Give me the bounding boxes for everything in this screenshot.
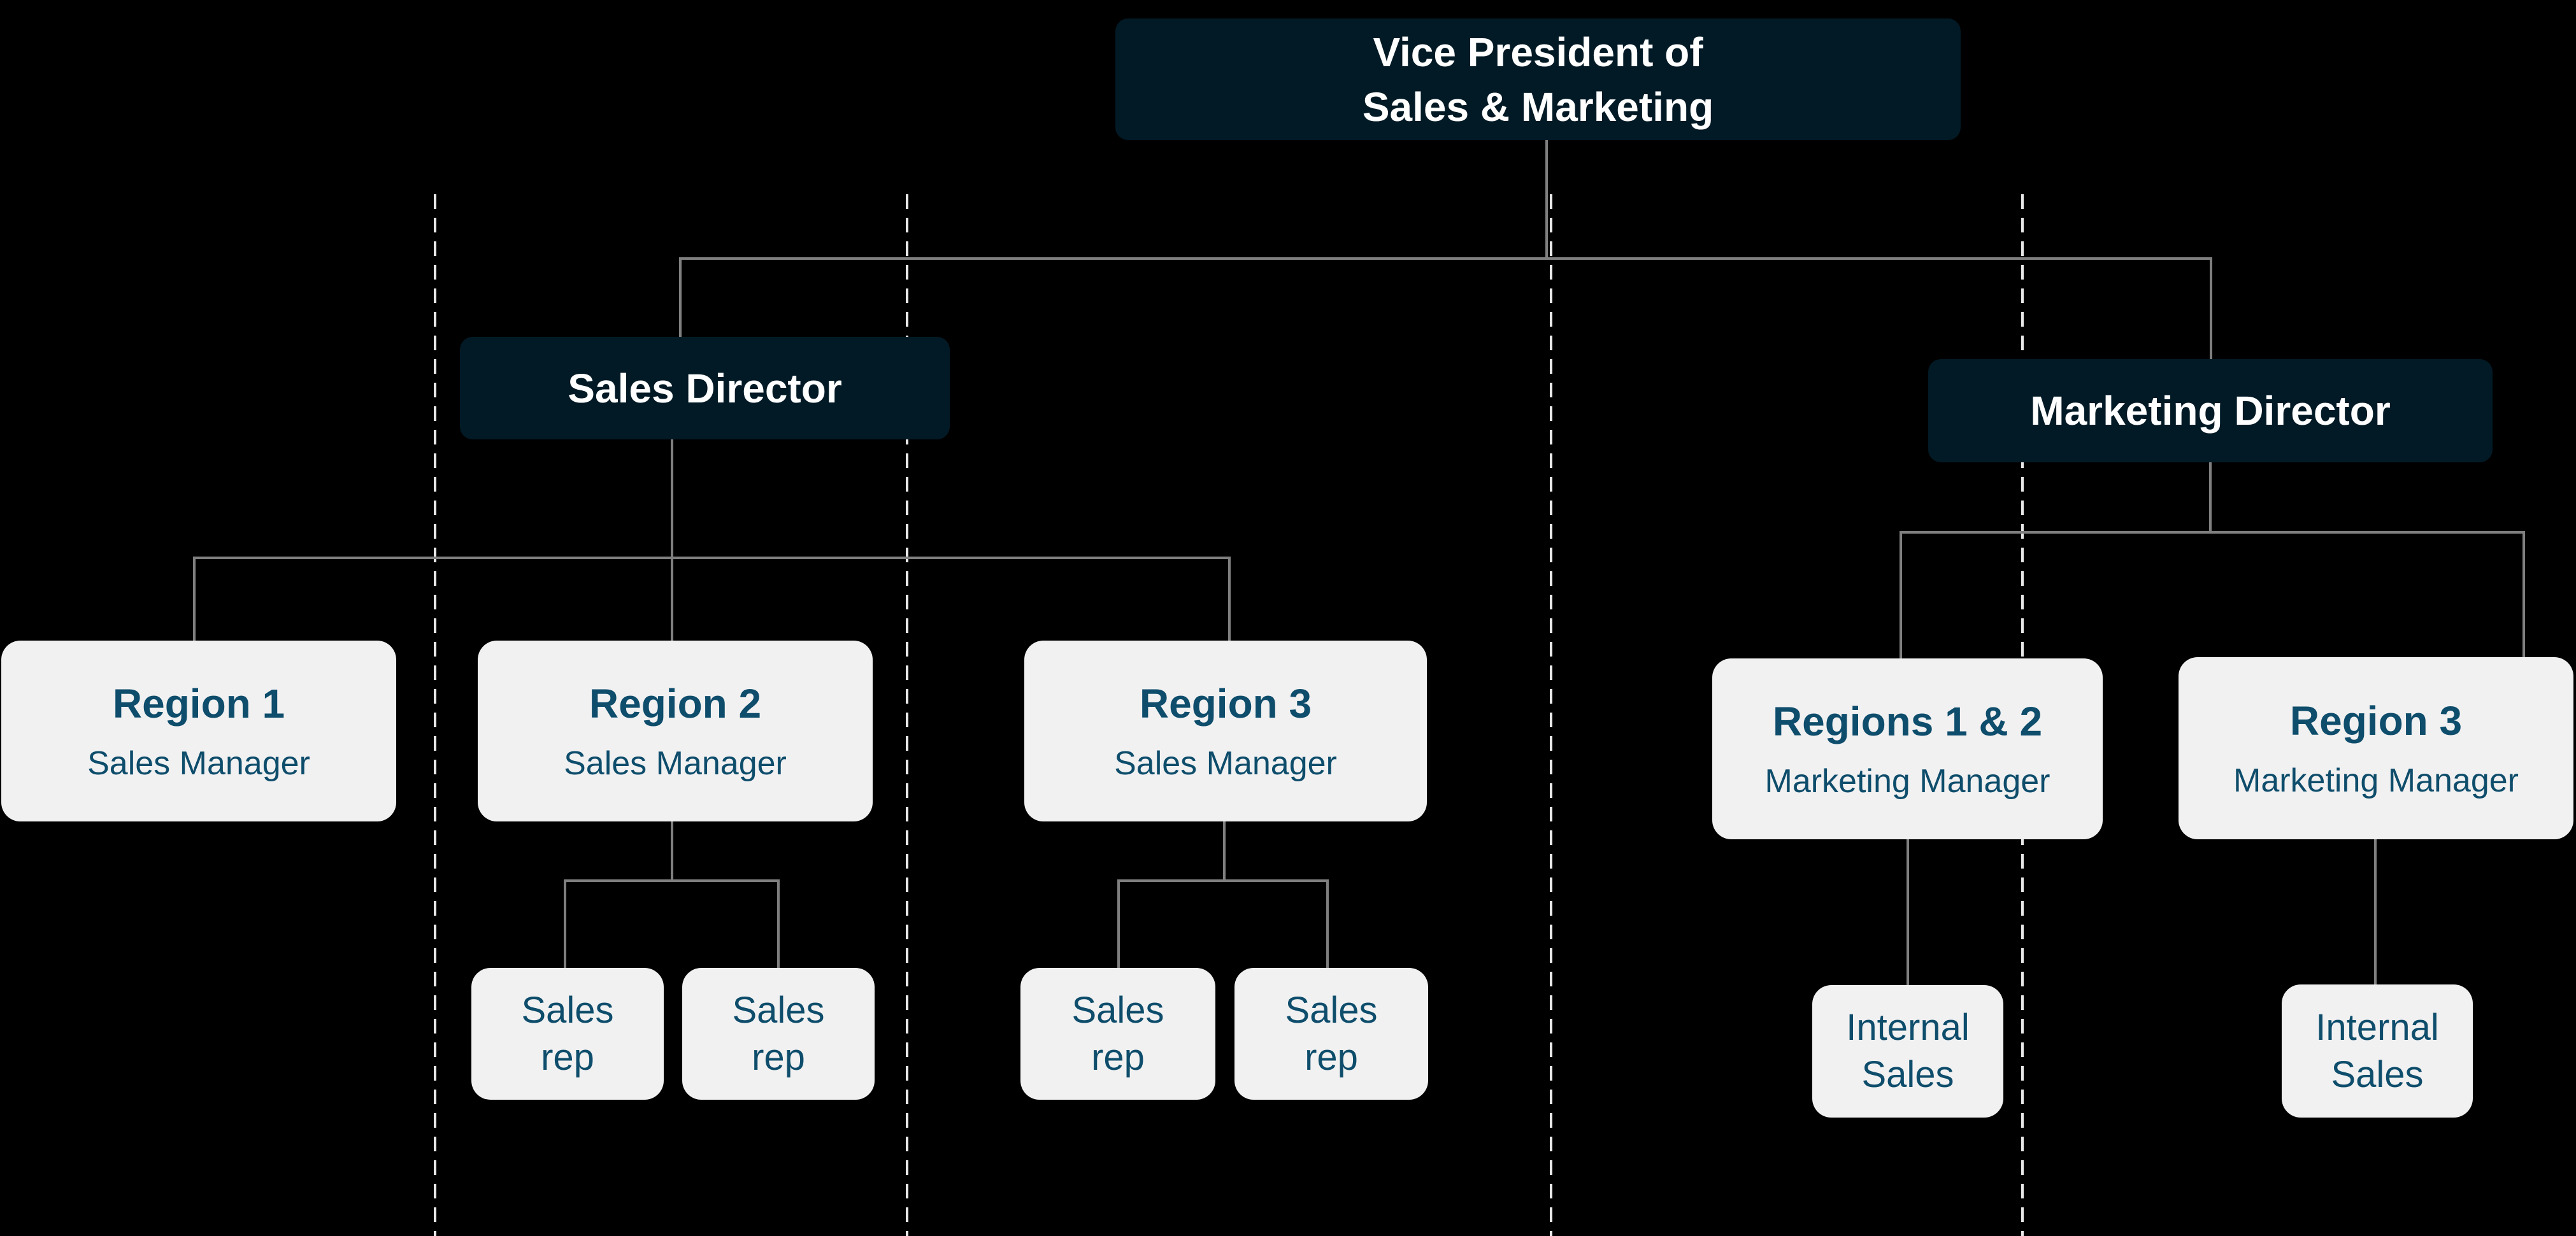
node-title: Sales — [732, 989, 825, 1031]
connector-line — [1900, 532, 1902, 658]
region-divider-1 — [434, 194, 436, 1236]
node-title: Sales — [1071, 989, 1164, 1031]
connector-line — [1117, 879, 1329, 882]
connector-line — [2374, 839, 2377, 984]
node-title: Sales Director — [568, 365, 842, 411]
node-sales-rep-3: Sales rep — [1020, 968, 1215, 1100]
connector-line — [671, 821, 673, 881]
connector-line — [777, 881, 780, 968]
connector-line — [564, 881, 566, 968]
node-marketing-director: Marketing Director — [1928, 359, 2493, 462]
node-sales-rep-2: Sales rep — [682, 968, 875, 1100]
node-title: Marketing Director — [2030, 388, 2391, 434]
connector-line — [1117, 881, 1120, 968]
node-title: Sales — [1285, 989, 1378, 1031]
node-subtitle: Sales Manager — [1114, 745, 1337, 782]
node-sales-director: Sales Director — [460, 337, 950, 439]
connector-line — [1907, 839, 1909, 985]
node-subtitle: Sales Manager — [87, 745, 310, 782]
node-region-3-sales-manager: Region 3 Sales Manager — [1024, 641, 1427, 821]
connector-line — [1545, 140, 1548, 259]
node-region-3-marketing-manager: Region 3 Marketing Manager — [2179, 657, 2573, 839]
connector-line — [671, 439, 673, 641]
connector-line — [1228, 558, 1231, 641]
connector-line — [564, 879, 780, 882]
node-title: Vice President of — [1373, 29, 1703, 75]
node-title: Sales & Marketing — [1362, 83, 1714, 130]
node-title: Internal — [1846, 1007, 1970, 1048]
node-subtitle: Sales Manager — [564, 745, 787, 782]
node-subtitle: Marketing Manager — [1764, 763, 2050, 800]
node-title: Region 3 — [2289, 698, 2463, 744]
connector-line — [193, 558, 196, 641]
connector-line — [679, 257, 2212, 260]
node-sales-rep-4: Sales rep — [1234, 968, 1428, 1100]
connector-line — [1326, 881, 1329, 968]
region-divider-3 — [1550, 194, 1552, 1236]
connector-line — [193, 557, 1231, 559]
node-title: rep — [1091, 1036, 1145, 1078]
node-subtitle: Marketing Manager — [2233, 762, 2519, 799]
node-title: Region 2 — [589, 681, 762, 727]
connector-line — [1223, 821, 1226, 881]
connector-line — [1900, 531, 2525, 534]
node-title: Sales — [2331, 1053, 2424, 1095]
node-title: Internal — [2315, 1006, 2439, 1048]
node-title: rep — [1305, 1036, 1358, 1078]
connector-line — [2522, 532, 2525, 657]
region-divider-2 — [906, 194, 908, 1236]
node-title: Regions 1 & 2 — [1772, 699, 2043, 744]
connector-line — [2210, 259, 2212, 359]
node-sales-rep-1: Sales rep — [471, 968, 664, 1100]
node-regions-1-2-marketing-manager: Regions 1 & 2 Marketing Manager — [1712, 658, 2103, 839]
node-title: rep — [541, 1036, 594, 1078]
node-title: Region 3 — [1139, 681, 1312, 727]
node-region-1-sales-manager: Region 1 Sales Manager — [1, 641, 396, 821]
node-title: rep — [752, 1036, 805, 1078]
node-title: Region 1 — [112, 681, 285, 727]
node-title: Sales — [1861, 1054, 1954, 1095]
node-region-2-sales-manager: Region 2 Sales Manager — [478, 641, 873, 821]
node-title: Sales — [521, 989, 614, 1031]
node-vp-sales-marketing: Vice President of Sales & Marketing — [1115, 18, 1961, 140]
connector-line — [679, 259, 682, 337]
connector-line — [2209, 462, 2212, 532]
